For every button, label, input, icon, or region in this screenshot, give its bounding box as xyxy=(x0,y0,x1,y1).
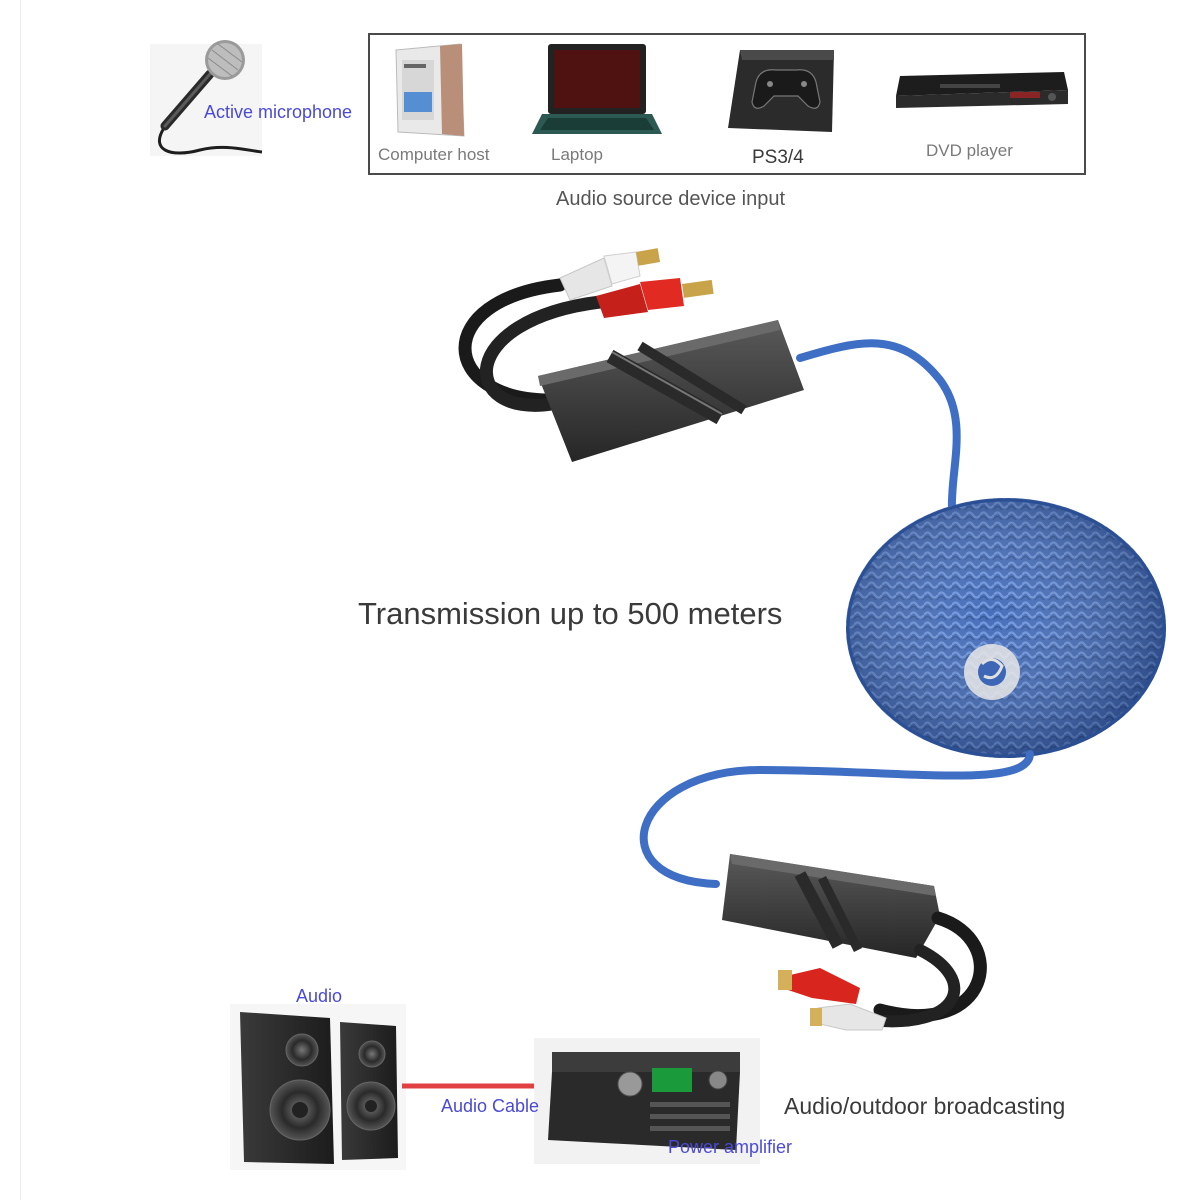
transmission-label: Transmission up to 500 meters xyxy=(358,596,783,631)
white-rca-plug xyxy=(559,248,661,301)
lower-red-rca-jack xyxy=(778,968,860,1004)
source-label-ps: PS3/4 xyxy=(752,147,804,168)
source-label-laptop: Laptop xyxy=(551,145,603,164)
laptop-icon xyxy=(532,44,662,134)
upper-rca-cables xyxy=(458,278,607,412)
speakers-icon xyxy=(230,1004,406,1170)
left-divider xyxy=(20,0,21,1200)
power-amplifier-icon xyxy=(534,1038,760,1164)
lower-white-rca-jack xyxy=(810,1003,887,1031)
source-label-computer-host: Computer host xyxy=(378,145,490,164)
ethernet-cable-coil xyxy=(846,498,1166,758)
power-amplifier-label: Power amplifier xyxy=(668,1137,793,1157)
blue-cable-lower xyxy=(639,750,1034,888)
computer-host-icon xyxy=(395,43,465,137)
ps-console-icon xyxy=(728,50,834,132)
source-label-dvd-player: DVD player xyxy=(926,141,1013,160)
dvd-player-icon xyxy=(896,72,1068,108)
microphone-label: Active microphone xyxy=(204,102,353,122)
source-caption: Audio source device input xyxy=(556,188,786,210)
source-devices-panel xyxy=(368,33,1086,175)
blue-cable-upper xyxy=(796,339,961,514)
lower-rca-cables xyxy=(864,911,987,1028)
broadcast-label: Audio/outdoor broadcasting xyxy=(784,1093,1066,1119)
red-rca-plug xyxy=(596,278,714,318)
microphone-icon xyxy=(150,40,263,156)
audio-label: Audio xyxy=(296,986,343,1006)
lower-receiver-box xyxy=(722,854,940,958)
audio-cable-label: Audio Cable xyxy=(441,1096,540,1116)
upper-transmitter-box xyxy=(538,320,804,462)
